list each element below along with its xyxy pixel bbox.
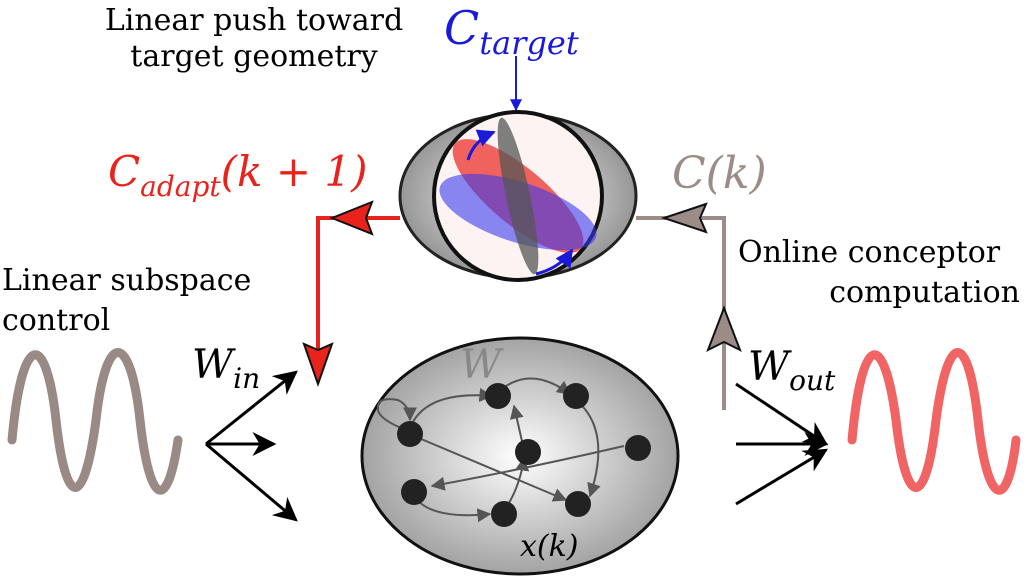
output-weight-arrows bbox=[735, 382, 829, 506]
subspace-label-line1: Linear subspace bbox=[2, 263, 251, 298]
reservoir-w-label: W bbox=[460, 342, 504, 388]
subspace-label-line2: control bbox=[2, 303, 110, 338]
output-sine-wave-icon bbox=[847, 348, 1021, 495]
c-adapt-label: Cadapt(k + 1) bbox=[108, 147, 367, 203]
x-k-label: x(k) bbox=[520, 529, 579, 564]
conceptor-computation-arrow bbox=[636, 202, 742, 410]
push-label-line1: Linear push toward bbox=[105, 3, 403, 38]
w-out-label: Wout bbox=[748, 344, 836, 397]
w-in-label: Win bbox=[192, 342, 260, 395]
online-label-line2: computation bbox=[829, 275, 1020, 310]
input-weight-arrows bbox=[205, 370, 298, 522]
online-label-line1: Online conceptor bbox=[738, 235, 1001, 270]
push-label-line2: target geometry bbox=[130, 39, 377, 74]
adapt-feedback-arrow bbox=[302, 200, 400, 388]
c-target-label: Ctarget bbox=[444, 1, 579, 62]
conceptor-ellipse-icon bbox=[398, 110, 638, 282]
reservoir-network-icon: W x(k) bbox=[360, 336, 680, 576]
c-k-label: C(k) bbox=[672, 148, 767, 199]
input-sine-wave-icon bbox=[7, 348, 183, 495]
